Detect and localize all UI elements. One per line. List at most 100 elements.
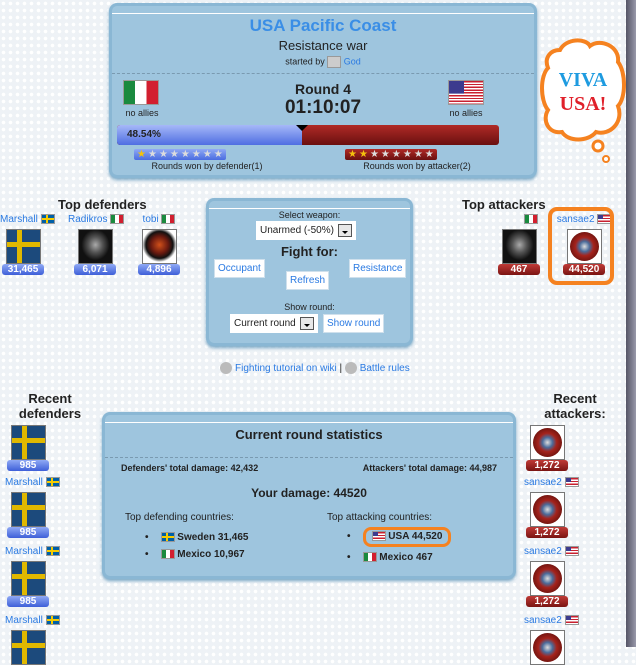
defender-name-link[interactable]: Radikros [68, 214, 108, 225]
top-attacking-countries-list: USA 44,520 Mexico 467 [347, 527, 452, 569]
avatar[interactable] [10, 630, 46, 665]
chevron-down-icon [299, 317, 314, 330]
top-attackers-title: Top attackers [462, 197, 546, 212]
attacker-allies: no allies [449, 108, 483, 118]
avatar[interactable] [5, 229, 41, 264]
mexico-flag-icon [160, 549, 175, 560]
battle-progress-bar: 48.54% [117, 125, 499, 145]
round-select[interactable]: Current round [230, 314, 318, 333]
recent-fighter: 985 [5, 422, 51, 471]
stats-title: Current round statistics [235, 427, 383, 442]
country-damage: Sweden 31,465 [177, 532, 249, 543]
star-icon: ★ [158, 148, 168, 160]
country-damage: Mexico 10,967 [177, 549, 245, 560]
defender-name-link[interactable]: Marshall [0, 214, 38, 225]
defender-name-link[interactable]: tobi [142, 214, 159, 225]
flag-icon [564, 546, 579, 557]
recent-fighter: Marshall 985 [5, 477, 60, 538]
wiki-icon [220, 362, 233, 375]
avatar[interactable] [77, 229, 113, 264]
round-timer: 01:10:07 [284, 97, 362, 118]
avatar[interactable] [501, 229, 537, 264]
star-icon: ★ [180, 148, 190, 160]
recent-fighter: Marshall 985 [5, 546, 60, 607]
avatar[interactable] [529, 425, 565, 460]
star-icon: ★ [424, 148, 434, 160]
fighter-name-link[interactable]: Marshall [5, 477, 43, 488]
defender-allies: no allies [125, 108, 159, 118]
attacker-name-link[interactable]: sansae2 [556, 214, 595, 225]
recent-fighter: sansae2 1,272 [524, 477, 579, 538]
attackers-total-damage: Attackers' total damage: 44,987 [362, 463, 497, 473]
star-icon: ★ [380, 148, 390, 160]
fighter-name-link[interactable]: Marshall [5, 546, 43, 557]
occupant-button[interactable]: Occupant [214, 259, 265, 278]
avatar[interactable] [529, 561, 565, 596]
flag-icon [45, 546, 60, 557]
damage-badge: 985 [7, 596, 49, 607]
defenders-total-damage: Defenders' total damage: 42,432 [121, 463, 259, 473]
star-icon: ★ [402, 148, 412, 160]
highlight-usa-damage: USA 44,520 [362, 527, 452, 547]
country-item: Mexico 10,967 [145, 549, 248, 561]
resistance-button[interactable]: Resistance [349, 259, 407, 278]
recent-attackers-title: Recent attackers: [544, 391, 606, 421]
avatar[interactable] [566, 229, 602, 264]
fighter-name-link[interactable]: sansae2 [524, 615, 562, 626]
avatar[interactable] [10, 561, 46, 596]
round-statistics-panel: Current round statistics Defenders' tota… [102, 412, 516, 579]
flag-icon [45, 477, 60, 488]
weapon-select[interactable]: Unarmed (-50%) [256, 221, 356, 240]
refresh-button[interactable]: Refresh [286, 271, 330, 290]
weapon-value: Unarmed (-50%) [260, 225, 334, 236]
damage-badge: 985 [7, 527, 49, 538]
your-damage: Your damage: 44520 [251, 486, 367, 500]
show-round-label: Show round: [284, 302, 335, 312]
recent-defenders-title: Recent defenders [18, 391, 82, 421]
fighter-name-link[interactable]: sansae2 [524, 477, 562, 488]
fight-for-label: Fight for: [280, 244, 339, 259]
show-round-button[interactable]: Show round [323, 314, 385, 333]
country-item: Mexico 467 [347, 552, 451, 564]
damage-badge: 44,520 [563, 264, 605, 275]
progress-marker-icon [296, 125, 309, 137]
battle-rules-link[interactable]: Battle rules [359, 363, 410, 374]
top-defending-countries-list: Sweden 31,465 Mexico 10,967 [145, 532, 248, 566]
country-damage: Mexico 467 [379, 552, 433, 563]
scrollbar[interactable] [626, 0, 636, 647]
top-attacker: sansae2 44,520 [556, 214, 612, 275]
star-icon: ★ [369, 148, 379, 160]
star-icon: ★ [413, 148, 423, 160]
mexico-flag-icon [110, 214, 125, 225]
damage-badge: 1,272 [526, 527, 568, 538]
attacker-rounds-stars: ★★★★★★★★ [345, 149, 437, 160]
fighter-name-link[interactable]: sansae2 [524, 546, 562, 557]
damage-badge: 31,465 [2, 264, 44, 275]
avatar[interactable] [10, 425, 46, 460]
flag-icon [45, 615, 60, 626]
damage-badge: 1,272 [526, 460, 568, 471]
damage-badge: 6,071 [74, 264, 116, 275]
avatar[interactable] [141, 229, 177, 264]
mexico-flag-icon [524, 214, 538, 225]
fight-controls-panel: Select weapon: Unarmed (-50%) Fight for:… [206, 198, 413, 346]
attacker-rounds-won: Rounds won by attacker(2) [363, 161, 471, 171]
avatar[interactable] [529, 630, 565, 665]
damage-badge: 1,272 [526, 596, 568, 607]
chevron-down-icon [337, 224, 352, 237]
avatar[interactable] [529, 492, 565, 527]
defender-rounds-won: Rounds won by defender(1) [151, 161, 263, 171]
top-defender: tobi 4,896 [136, 214, 182, 275]
avatar[interactable] [10, 492, 46, 527]
star-icon: ★ [169, 148, 179, 160]
recent-fighter: Marshall [5, 615, 60, 665]
help-links: Fighting tutorial on wiki | Battle rules [210, 361, 420, 376]
fighter-name-link[interactable]: Marshall [5, 615, 43, 626]
highlight-top-attacker [548, 207, 614, 285]
god-link[interactable]: God [343, 56, 361, 67]
country-item: USA 44,520 [347, 527, 452, 547]
fighting-tutorial-link[interactable]: Fighting tutorial on wiki [235, 363, 337, 374]
star-icon: ★ [147, 148, 157, 160]
country-damage: USA 44,520 [388, 531, 443, 542]
started-by: started by God [112, 56, 534, 68]
